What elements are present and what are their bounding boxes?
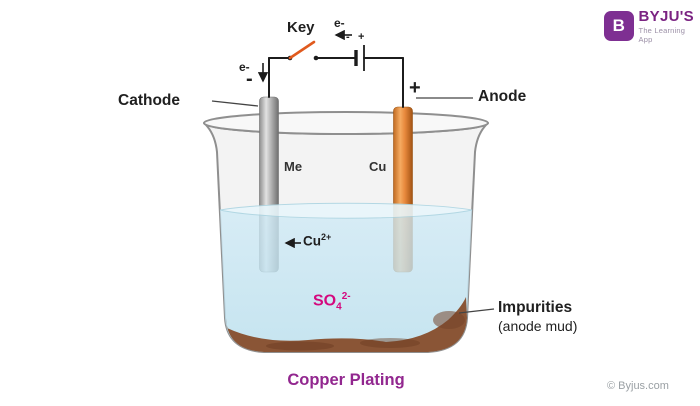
anode-label: Anode: [478, 88, 527, 105]
byjus-logo: B BYJU'S The Learning App: [604, 8, 700, 44]
battery-negative-sign: -: [346, 31, 350, 43]
copper-ion-base: Cu: [303, 233, 321, 249]
byjus-tagline: The Learning App: [638, 26, 686, 44]
key-switch-lever: [288, 40, 316, 60]
anode-polarity-sign: +: [409, 77, 421, 99]
cathode-polarity-sign: -: [246, 68, 253, 90]
copyright-text: © Byjus.com: [607, 380, 669, 392]
cathode-material-label: Me: [284, 159, 303, 174]
byjus-logo-icon: B: [604, 11, 634, 41]
anode-material-label: Cu: [369, 159, 387, 174]
key-terminal-right: [313, 55, 319, 61]
key-label: Key: [287, 19, 315, 36]
cathode-pointer-line: [211, 100, 259, 107]
sulfate-ion-label: SO42-: [313, 291, 351, 313]
sulfate-ion-charge: 2-: [341, 291, 351, 302]
electron-flow-left-label: e-: [239, 60, 250, 74]
battery-positive-sign: +: [358, 31, 365, 43]
byjus-logo-text: BYJU'S The Learning App: [639, 8, 700, 44]
impurities-streak: [360, 338, 420, 348]
copper-ion-label: Cu2+: [303, 232, 332, 249]
impurities-streak: [433, 311, 465, 329]
impurities-note: (anode mud): [498, 318, 578, 334]
byjus-brand-name: BYJU'S: [638, 8, 694, 25]
copper-ion-charge: 2+: [321, 232, 332, 242]
electrolyte-solution: [220, 210, 472, 352]
impurities-label: Impurities: [498, 299, 573, 316]
solution-surface: [219, 202, 473, 219]
impurities-mound: [226, 297, 467, 352]
diagram-title: Copper Plating: [287, 371, 405, 389]
sulfate-ion-subscript: 4: [336, 301, 342, 313]
beaker-rim: [203, 111, 489, 135]
impurities-streak: [266, 341, 334, 351]
impurities-pointer-line: [458, 308, 495, 314]
cathode-label: Cathode: [118, 92, 180, 109]
electron-flow-top-label: e-: [334, 16, 345, 30]
sulfate-ion-base: SO: [313, 292, 337, 310]
